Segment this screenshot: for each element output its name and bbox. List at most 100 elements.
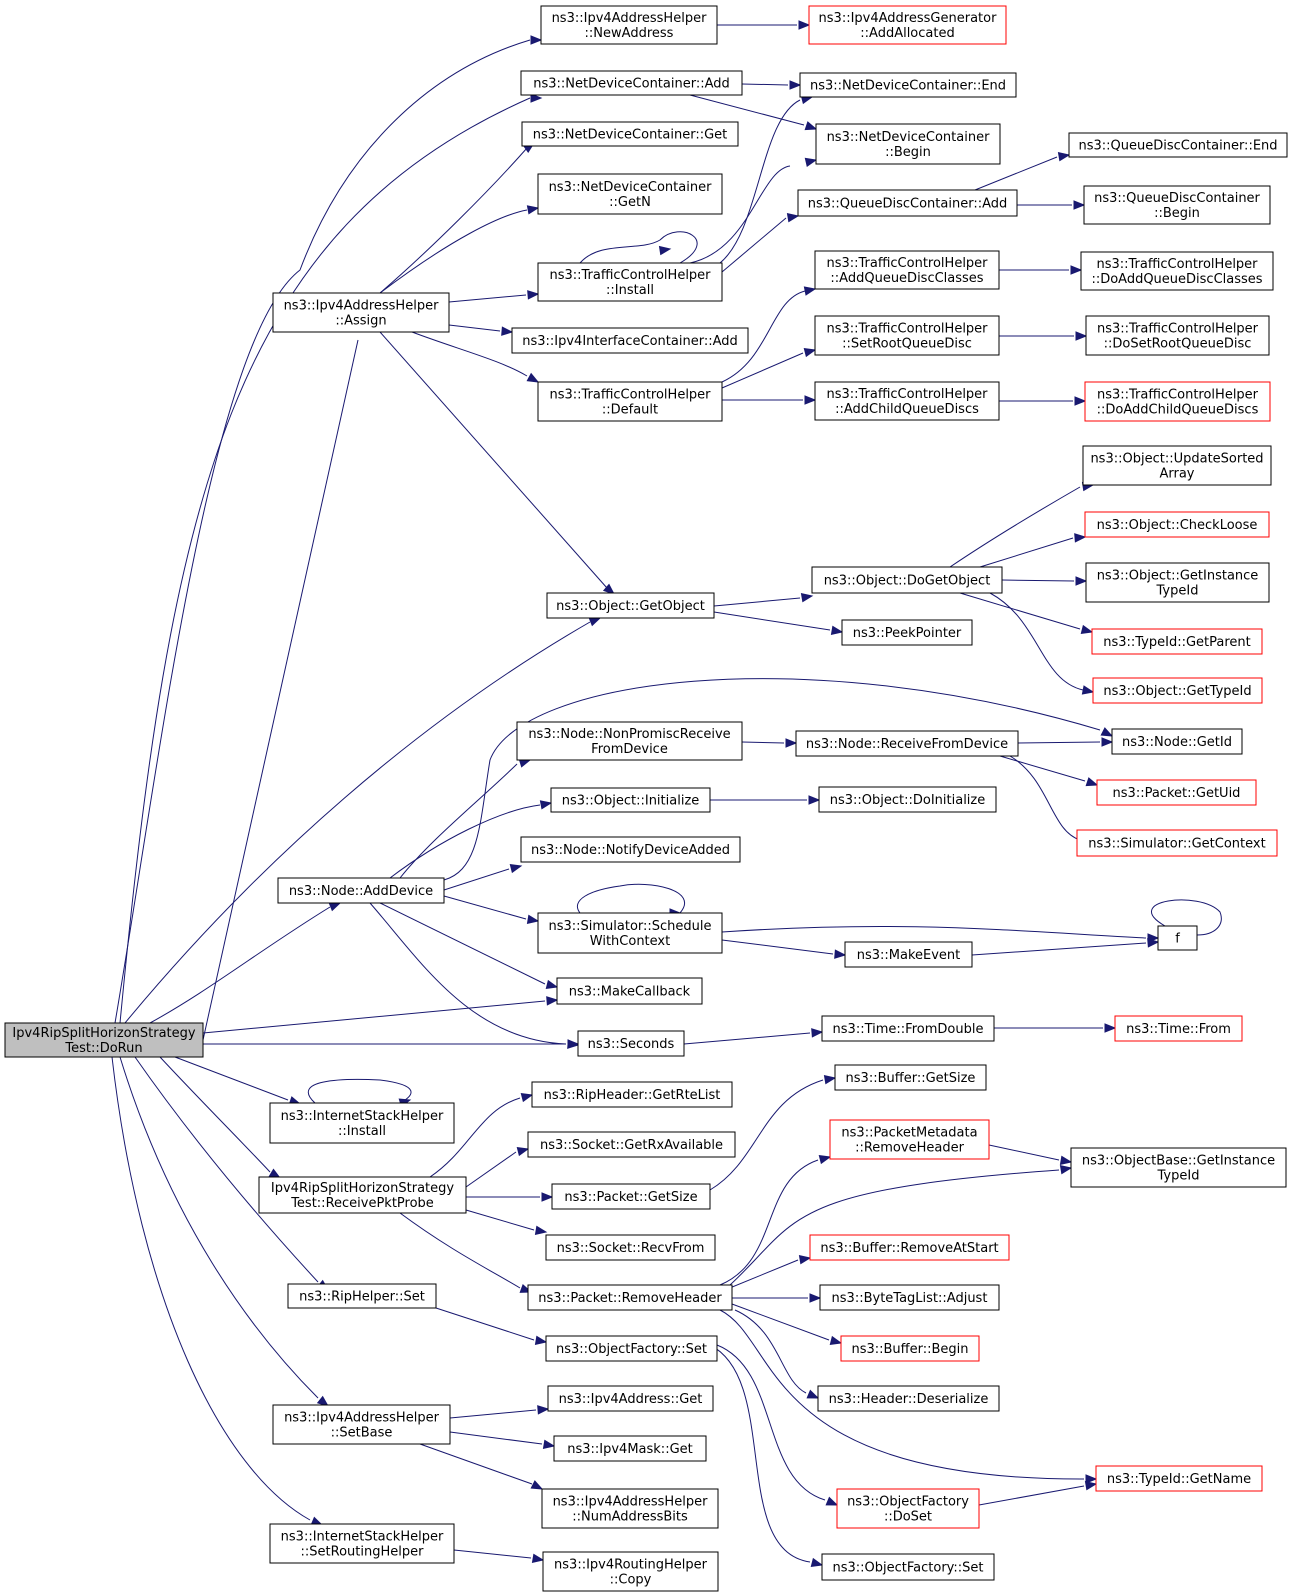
node-tch-doaddchild[interactable]: ns3::TrafficControlHelper::DoAddChildQue… [1084,381,1271,422]
node-box [547,1385,714,1412]
node-qdc-begin[interactable]: ns3::QueueDiscContainer::Begin [1083,185,1271,225]
node-ndc-get[interactable]: ns3::NetDeviceContainer::Get [521,121,739,147]
node-box [287,1283,437,1309]
node-pm-removeheader[interactable]: ns3::PacketMetadata::RemoveHeader [829,1119,990,1160]
node-tch-doaddqdclasses[interactable]: ns3::TrafficControlHelper::DoAddQueueDis… [1080,251,1274,291]
node-box [836,1488,980,1529]
node-ipv4routinghelper-copy[interactable]: ns3::Ipv4RoutingHelper::Copy [542,1551,719,1592]
node-label: Test::DoRun [64,1041,142,1056]
node-bytetaglist-adjust[interactable]: ns3::ByteTagList::Adjust [819,1284,1000,1311]
node-ndc-add[interactable]: ns3::NetDeviceContainer::Add [520,70,743,96]
node-objfactory-set2[interactable]: ns3::ObjectFactory::Set [821,1553,995,1581]
node-ish-setroutinghelper[interactable]: ns3::InternetStackHelper::SetRoutingHelp… [269,1523,455,1564]
node-buffer-getsize[interactable]: ns3::Buffer::GetSize [834,1064,987,1091]
node-tch-default[interactable]: ns3::TrafficControlHelper::Default [537,381,723,422]
call-edge [716,1344,826,1501]
node-ipv4-numaddressbits[interactable]: ns3::Ipv4AddressHelper::NumAddressBits [541,1488,719,1529]
node-label: ::SetBase [331,1426,393,1441]
node-buffer-removeatstart[interactable]: ns3::Buffer::RemoveAtStart [809,1234,1010,1261]
node-tch-addqdclasses[interactable]: ns3::TrafficControlHelper::AddQueueDiscC… [814,250,1000,290]
node-sim-getcontext[interactable]: ns3::Simulator::GetContext [1076,829,1278,857]
node-time-fromdouble[interactable]: ns3::Time::FromDouble [821,1015,995,1042]
node-socket-getrxavail[interactable]: ns3::Socket::GetRxAvailable [527,1131,736,1158]
node-f[interactable]: f [1157,925,1198,951]
node-packet-getsize[interactable]: ns3::Packet::GetSize [551,1183,711,1210]
node-ipv4-setbase[interactable]: ns3::Ipv4AddressHelper::SetBase [272,1404,451,1445]
node-label: ::AddQueueDiscClasses [830,271,983,286]
node-tch-addchild[interactable]: ns3::TrafficControlHelper::AddChildQueue… [814,381,1000,421]
arrowhead-icon [1059,1165,1073,1175]
call-edge [443,868,510,891]
node-obj-getobject[interactable]: ns3::Object::GetObject [546,592,715,619]
node-packet-getuid[interactable]: ns3::Packet::GetUid [1096,779,1257,806]
node-typeid-getname[interactable]: ns3::TypeId::GetName [1095,1465,1263,1492]
arrowhead-icon [808,795,821,805]
arrowhead-icon [531,1553,545,1563]
node-tch-setroot[interactable]: ns3::TrafficControlHelper::SetRootQueueD… [814,315,1000,356]
node-obj-dogetobject[interactable]: ns3::Object::DoGetObject [811,566,1003,594]
node-time-from[interactable]: ns3::Time::From [1114,1015,1243,1042]
call-edge [379,209,528,294]
node-tch-dosetroot[interactable]: ns3::TrafficControlHelper::DoSetRootQueu… [1085,315,1270,356]
node-receivepktprobe[interactable]: Ipv4RipSplitHorizonStrategyTest::Receive… [258,1176,467,1214]
node-ipv4address-get[interactable]: ns3::Ipv4Address::Get [547,1385,714,1412]
node-label: ns3::PeekPointer [853,626,962,641]
node-ipv4mask-get[interactable]: ns3::Ipv4Mask::Get [553,1435,707,1462]
node-ipv4gen-addalloc[interactable]: ns3::Ipv4AddressGenerator::AddAllocated [808,5,1007,45]
node-obj-checkloose[interactable]: ns3::Object::CheckLoose [1084,511,1270,538]
node-qdc-add[interactable]: ns3::QueueDiscContainer::Add [797,189,1018,217]
node-seconds[interactable]: ns3::Seconds [577,1030,685,1057]
node-box [829,1119,990,1160]
call-edge [741,741,785,744]
node-obj-gettypeid[interactable]: ns3::Object::GetTypeId [1092,677,1263,704]
node-ish-install[interactable]: ns3::InternetStackHelper::Install [269,1102,455,1144]
node-makeevent[interactable]: ns3::MakeEvent [844,941,973,968]
arrowhead-icon [530,1480,544,1490]
call-edge [741,83,789,86]
node-peekpointer[interactable]: ns3::PeekPointer [841,619,973,646]
node-packet-removeheader[interactable]: ns3::Packet::RemoveHeader [527,1284,733,1311]
arrowhead-icon [527,290,540,300]
node-label: ns3::Ipv4Address::Get [559,1392,703,1407]
node-ndc-begin[interactable]: ns3::NetDeviceContainer::Begin [815,123,1001,165]
node-objfactory-set[interactable]: ns3::ObjectFactory::Set [545,1335,718,1362]
node-ndc-end[interactable]: ns3::NetDeviceContainer::End [799,72,1017,98]
node-node-getid[interactable]: ns3::Node::GetId [1111,728,1243,755]
node-header-deserialize[interactable]: ns3::Header::Deserialize [817,1385,1000,1412]
node-ndc-getn[interactable]: ns3::NetDeviceContainer::GetN [537,173,723,215]
node-qdc-end[interactable]: ns3::QueueDiscContainer::End [1068,132,1288,158]
node-node-adddevice[interactable]: ns3::Node::AddDevice [277,877,445,904]
call-graph-edges [111,20,1222,1568]
call-edge [119,1056,319,1399]
node-obj-initialize[interactable]: ns3::Object::Initialize [550,787,711,813]
node-ipv4-assign[interactable]: ns3::Ipv4AddressHelper::Assign [272,292,450,333]
node-label: ns3::NetDeviceContainer::Get [533,128,728,143]
arrowhead-icon [516,1146,530,1157]
call-edge [979,537,1074,568]
node-box [1068,132,1288,158]
node-ipv4ic-add[interactable]: ns3::Ipv4InterfaceContainer::Add [511,327,749,354]
node-node-notify[interactable]: ns3::Node::NotifyDeviceAdded [520,836,741,863]
arrowhead-icon [1085,1474,1098,1484]
node-rip-getrtelist[interactable]: ns3::RipHeader::GetRteList [531,1081,733,1108]
node-obj-doinitialize[interactable]: ns3::Object::DoInitialize [818,786,997,813]
node-socket-recvfrom[interactable]: ns3::Socket::RecvFrom [545,1234,716,1261]
node-box [272,292,450,333]
node-objfactory-doset[interactable]: ns3::ObjectFactory::DoSet [836,1488,980,1529]
call-edge [453,1549,532,1559]
node-ipv4-newaddress[interactable]: ns3::Ipv4AddressHelper::NewAddress [540,5,718,45]
node-buffer-begin[interactable]: ns3::Buffer::Begin [840,1335,980,1362]
node-node-receivefromdevice[interactable]: ns3::Node::ReceiveFromDevice [795,730,1019,757]
node-makecallback[interactable]: ns3::MakeCallback [556,977,703,1005]
node-box [511,327,749,354]
node-riphelper-set[interactable]: ns3::RipHelper::Set [287,1283,437,1309]
arrowhead-icon [534,1335,548,1345]
node-typeid-getparent[interactable]: ns3::TypeId::GetParent [1091,628,1263,655]
node-tch-install[interactable]: ns3::TrafficControlHelper::Install [537,262,723,302]
